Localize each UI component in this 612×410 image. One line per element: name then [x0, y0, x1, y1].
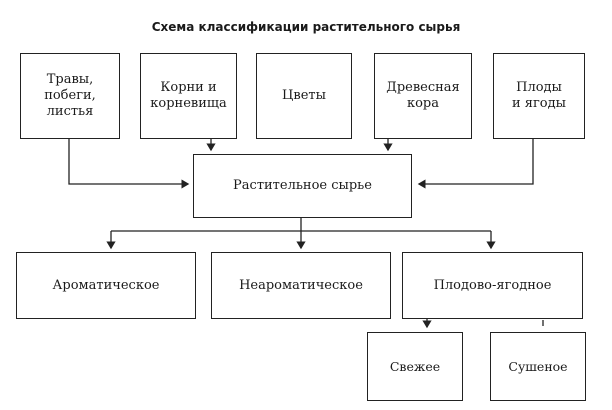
subcategory-fresh-label: Свежее [389, 358, 441, 374]
category-aromatic-label: Ароматическое [52, 277, 160, 293]
source-roots-label: Корни и корневища [150, 80, 227, 111]
source-roots-box: Корни и корневища [140, 53, 237, 139]
subcategory-dried-label: Сушеное [508, 358, 568, 374]
connector-fruits-to-center [417, 139, 534, 189]
category-fruit-berry-box: Плодово-ягодное [402, 252, 583, 319]
source-fruits-label: Плоды и ягоды [512, 80, 566, 111]
center-raw-material-box: Растительное сырье [193, 154, 412, 218]
subcategory-dried-box: Сушеное [490, 332, 586, 401]
diagram-title: Схема классификации растительного сырья [151, 20, 461, 34]
source-fruits-box: Плоды и ягоды [493, 53, 585, 139]
connector-herbs-to-center [68, 139, 190, 189]
source-bark-label: Древесная кора [386, 80, 460, 111]
source-herbs-label: Травы, побеги, листья [44, 72, 96, 119]
subcategory-fresh-box: Свежее [367, 332, 463, 401]
source-bark-box: Древесная кора [374, 53, 472, 139]
center-raw-material-label: Растительное сырье [233, 178, 372, 193]
source-flowers-label: Цветы [282, 88, 326, 103]
category-nonaromatic-label: Неароматическое [239, 277, 363, 293]
category-nonaromatic-box: Неароматическое [211, 252, 391, 319]
source-flowers-box: Цветы [256, 53, 352, 139]
category-fruit-berry-label: Плодово-ягодное [433, 277, 552, 293]
category-aromatic-box: Ароматическое [16, 252, 196, 319]
source-herbs-box: Травы, побеги, листья [20, 53, 120, 139]
